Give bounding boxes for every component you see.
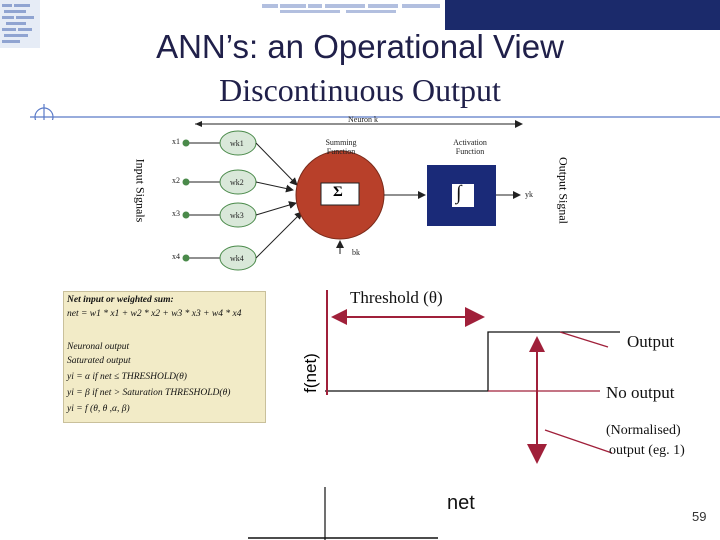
weight-wk3: wk3 xyxy=(230,211,244,220)
x-axis-label: net xyxy=(447,492,475,514)
formula-heading: Net input or weighted sum: xyxy=(67,295,174,305)
output-signal-label: Output Signal xyxy=(556,156,571,224)
weight-wk2: wk2 xyxy=(230,178,244,187)
normalised-label-1: (Normalised) xyxy=(606,423,681,438)
no-output-label: No output xyxy=(606,383,675,402)
summing-box xyxy=(320,182,360,206)
output-pointer xyxy=(559,331,609,348)
input-node-2 xyxy=(182,178,190,186)
threshold-label: Threshold (θ) xyxy=(350,288,443,307)
weight-wk1: wk1 xyxy=(230,139,244,148)
page-number: 59 xyxy=(692,509,707,524)
input-x3: x3 xyxy=(172,209,180,218)
header-decoration xyxy=(0,0,720,120)
input-node-1 xyxy=(182,139,190,147)
formula-box: Net input or weighted sum: net = w1 * x1… xyxy=(63,291,266,423)
bias-bk: bk xyxy=(352,248,360,257)
slide-title: ANN’s: an Operational View xyxy=(156,28,564,65)
activation-symbol: ∫ xyxy=(456,182,462,204)
normalised-label-2: output (eg. 1) xyxy=(609,443,685,458)
input-signals-label: Input Signals xyxy=(133,158,148,223)
output-yk: yk xyxy=(525,190,533,199)
summing-label: Summing Function xyxy=(325,138,357,156)
sum-symbol: Σ xyxy=(333,184,343,200)
step-curve xyxy=(325,331,620,392)
input-x4: x4 xyxy=(172,252,180,261)
input-node-4 xyxy=(182,254,190,262)
activation-label: Activation Function xyxy=(453,138,487,156)
step-plot xyxy=(248,290,620,540)
output-label: Output xyxy=(627,332,675,351)
formula-saturated-output: Saturated output xyxy=(67,356,131,366)
neuron-label: Neuron k xyxy=(348,115,378,124)
slide-subtitle: Discontinuous Output xyxy=(219,72,501,108)
formula-rule1: yi = α if net ≤ THRESHOLD(θ) xyxy=(67,372,187,382)
input-node-3 xyxy=(182,211,190,219)
y-axis-label: f(net) xyxy=(301,353,320,393)
formula-neuronal-output: Neuronal output xyxy=(67,342,130,352)
input-x2: x2 xyxy=(172,176,180,185)
formula-net: net = w1 * x1 + w2 * x2 + w3 * x3 + w4 *… xyxy=(67,309,242,319)
formula-rule2: yi = β if net > Saturation THRESHOLD(θ) xyxy=(67,388,231,398)
neuron-diagram xyxy=(182,120,523,271)
weight-wk4: wk4 xyxy=(230,254,244,263)
formula-rule3: yi = f (θ, θ ,α, β) xyxy=(67,404,130,414)
input-x1: x1 xyxy=(172,137,180,146)
normalised-pointer xyxy=(544,429,613,454)
